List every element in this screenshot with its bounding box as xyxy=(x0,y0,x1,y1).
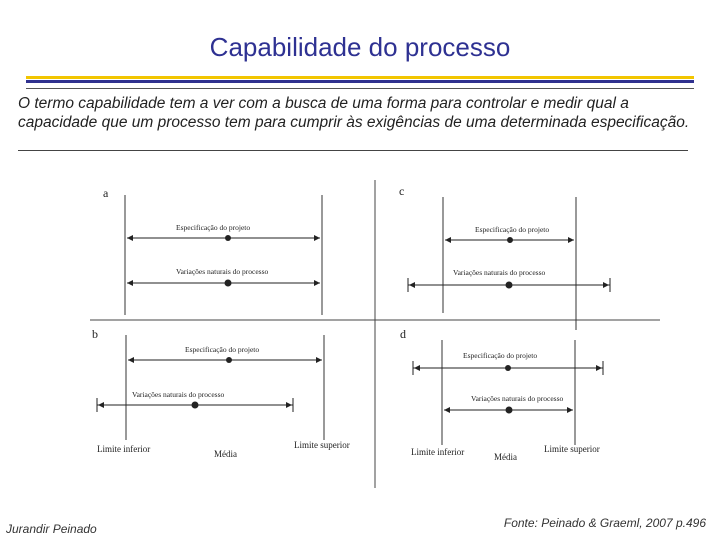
variation-label: Variações naturais do processo xyxy=(132,390,225,399)
spec-label: Especificação do projeto xyxy=(176,223,250,232)
source-credit: Fonte: Peinado & Graeml, 2007 p.496 xyxy=(503,516,706,530)
arrow-head-right xyxy=(596,365,602,371)
panel-b: Especificação do projeto Variações natur… xyxy=(96,335,350,459)
slide-title: Capabilidade do processo xyxy=(209,32,511,62)
mean-label: Média xyxy=(214,449,237,459)
arrow-head-left xyxy=(127,235,133,241)
arrow-head-right xyxy=(568,237,574,243)
mean-dot xyxy=(226,357,232,363)
mean-label: Média xyxy=(494,452,517,462)
panel-label-c: c xyxy=(399,184,404,198)
arrow-head-right xyxy=(316,357,322,363)
mean-dot xyxy=(225,235,231,241)
lower-limit-label: Limite inferior xyxy=(411,447,464,457)
mean-dot xyxy=(507,237,513,243)
arrow-head-left xyxy=(98,402,104,408)
mean-dot xyxy=(505,365,511,371)
mean-dot xyxy=(505,281,513,289)
arrow-head-right xyxy=(314,280,320,286)
spec-label: Especificação do projeto xyxy=(475,225,549,234)
arrow-head-left xyxy=(445,237,451,243)
arrow-head-left xyxy=(127,280,133,286)
panel-c: Especificação do projeto Variações natur… xyxy=(407,197,611,330)
panel-label-a: a xyxy=(103,186,109,200)
panel-label-b: b xyxy=(92,327,98,341)
variation-label: Variações naturais do processo xyxy=(471,394,564,403)
panel-label-d: d xyxy=(400,327,406,341)
arrow-head-right xyxy=(567,407,573,413)
title-underline-blue xyxy=(26,80,694,83)
arrow-head-right xyxy=(314,235,320,241)
mean-dot xyxy=(191,401,199,409)
variation-label: Variações naturais do processo xyxy=(176,267,269,276)
title-underline-thin xyxy=(26,88,694,89)
author-credit: Jurandir Peinado xyxy=(6,522,97,536)
intro-divider xyxy=(18,150,688,151)
arrow-head-left xyxy=(444,407,450,413)
variation-label: Variações naturais do processo xyxy=(453,268,546,277)
mean-dot xyxy=(505,406,513,414)
arrow-head-right xyxy=(286,402,292,408)
lower-limit-label: Limite inferior xyxy=(97,444,150,454)
panel-a: Especificação do projeto Variações natur… xyxy=(124,195,323,315)
panel-d: Especificação do projeto Variações natur… xyxy=(411,340,604,462)
spec-label: Especificação do projeto xyxy=(463,351,537,360)
upper-limit-label: Limite superior xyxy=(544,444,600,454)
title-underline-yellow xyxy=(26,76,694,79)
arrow-head-right xyxy=(603,282,609,288)
spec-label: Especificação do projeto xyxy=(185,345,259,354)
arrow-head-left xyxy=(414,365,420,371)
intro-text: O termo capabilidade tem a ver com a bus… xyxy=(18,95,690,131)
mean-dot xyxy=(224,279,232,287)
upper-limit-label: Limite superior xyxy=(294,440,350,450)
arrow-head-left xyxy=(409,282,415,288)
arrow-head-left xyxy=(128,357,134,363)
